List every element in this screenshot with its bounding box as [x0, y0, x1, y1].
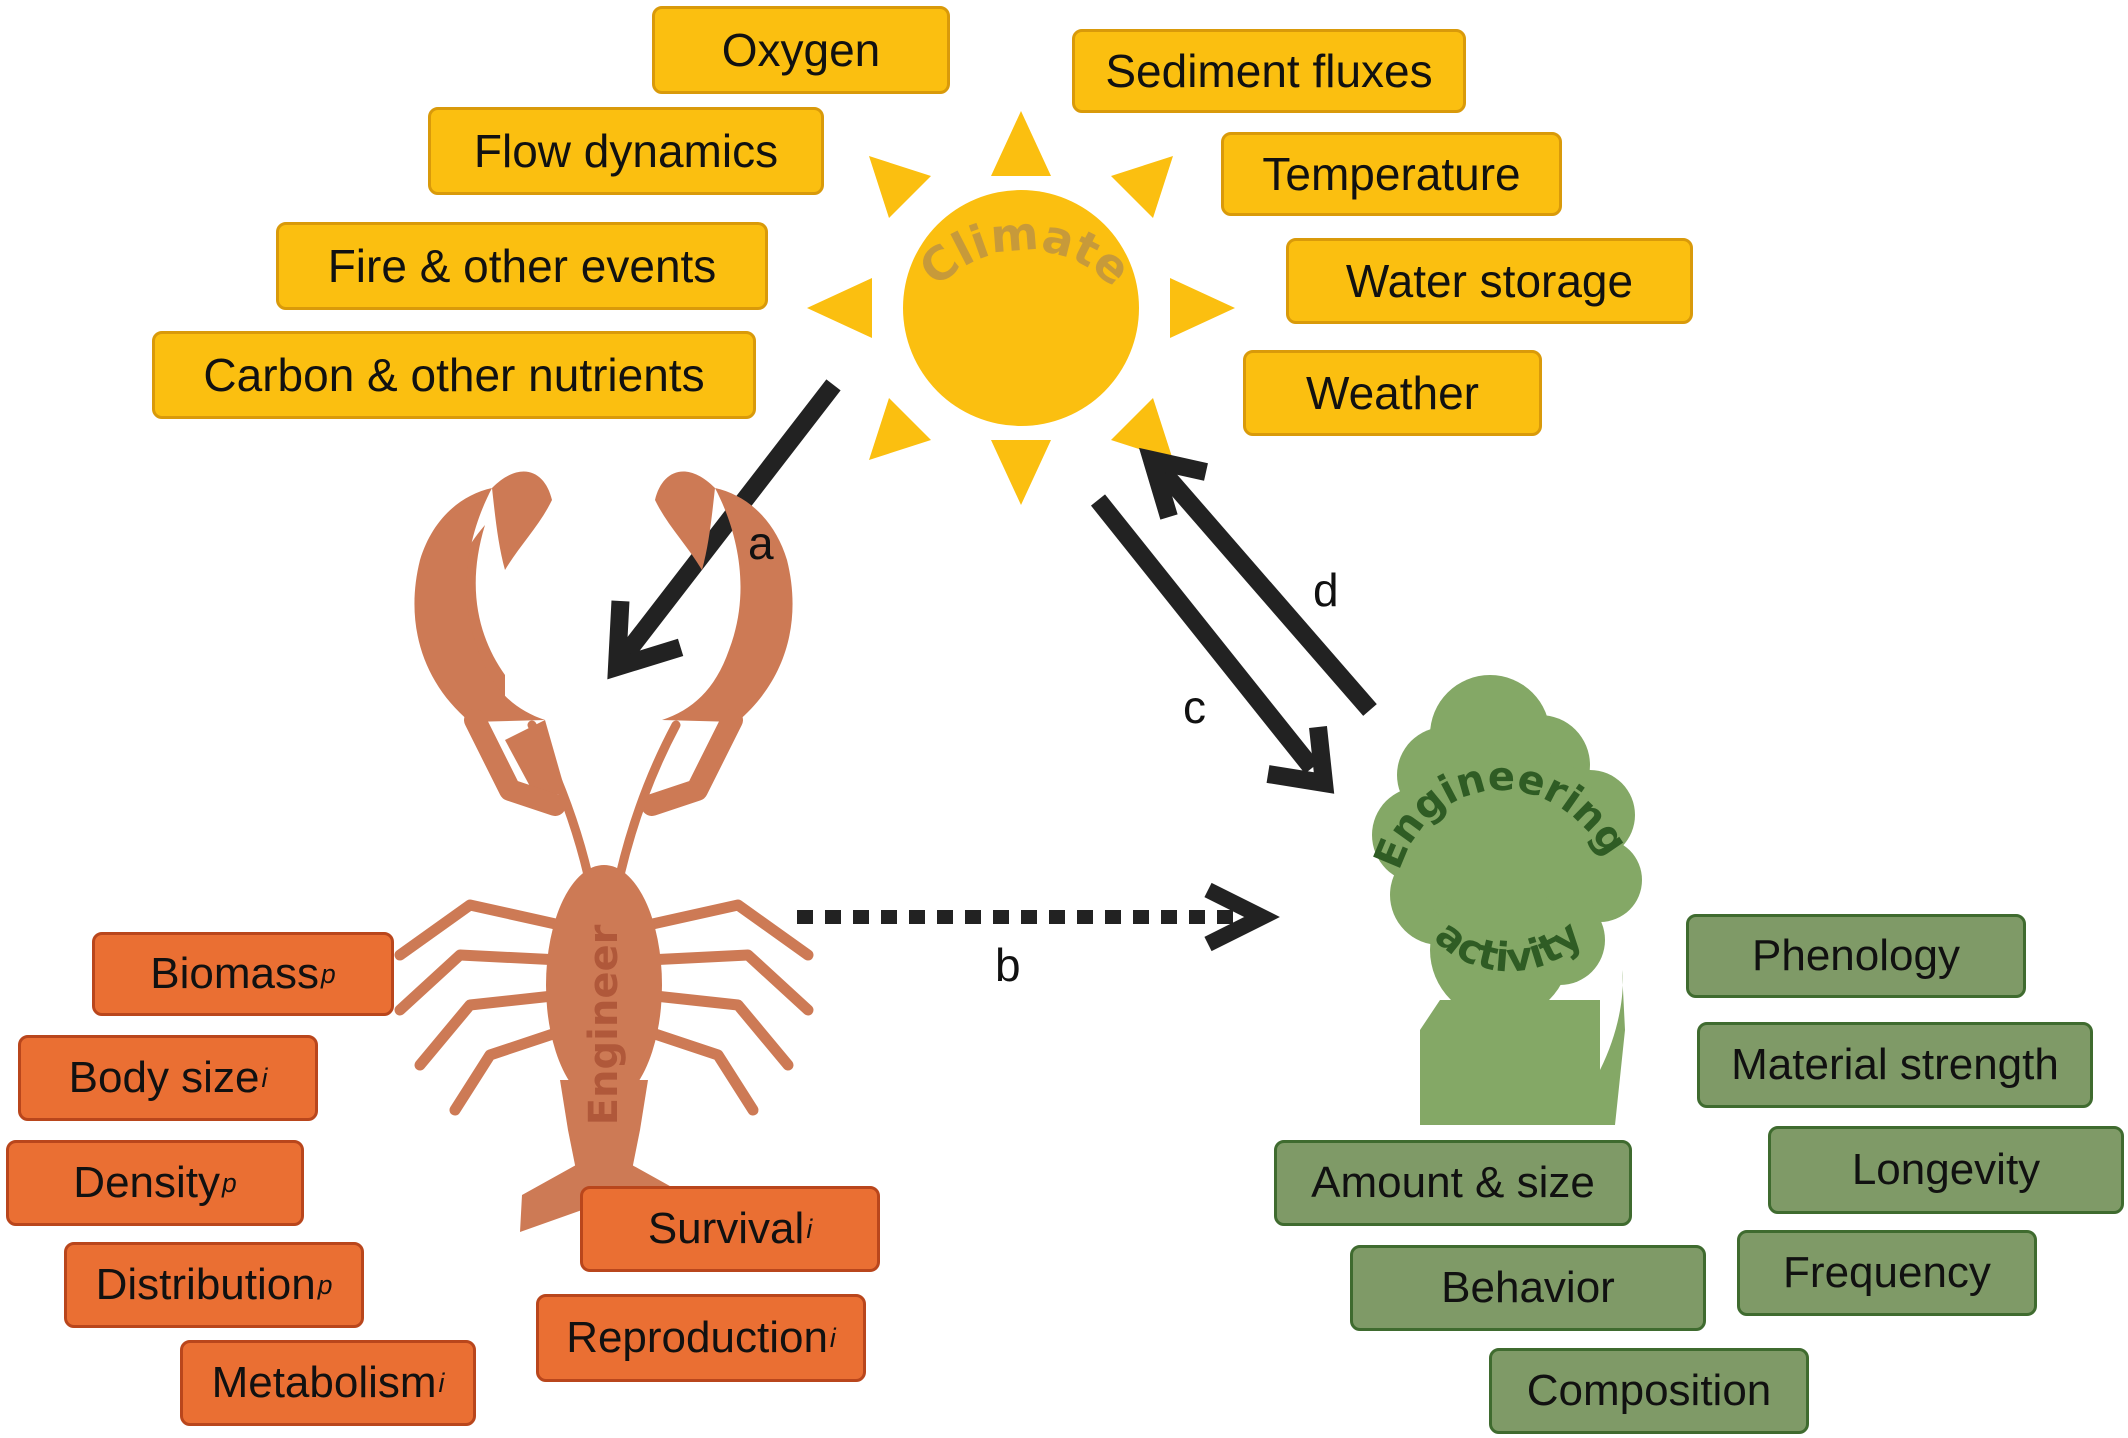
climate-factor-weather: Weather: [1243, 350, 1542, 436]
arrow-label-c: c: [1183, 681, 1206, 733]
arrow-a: [607, 379, 841, 680]
climate-factor-sediment-fluxes: Sediment fluxes: [1072, 29, 1466, 113]
trait-name: Survival: [647, 1204, 805, 1253]
climate-factor-oxygen: Oxygen: [652, 6, 950, 94]
arrow-d: [1138, 447, 1377, 716]
activity-trait-composition: Composition: [1489, 1348, 1809, 1434]
trait-name: Biomass: [150, 949, 320, 998]
engineer-label: Engineer: [581, 924, 627, 1125]
arrow-c: [1090, 494, 1335, 794]
arrow-label-d: d: [1313, 564, 1339, 616]
trait-name: Distribution: [95, 1260, 316, 1309]
climate-factor-water-storage: Water storage: [1286, 238, 1693, 324]
trait-subscript: i: [806, 1213, 813, 1244]
activity-trait-phenology: Phenology: [1686, 914, 2026, 998]
activity-trait-longevity: Longevity: [1768, 1126, 2124, 1214]
crayfish-icon: [394, 471, 814, 1238]
climate-factor-temperature: Temperature: [1221, 132, 1562, 216]
trait-subscript: i: [438, 1367, 445, 1398]
climate-factor-fire-events: Fire & other events: [276, 222, 768, 310]
sun-icon: [807, 111, 1235, 505]
engineering-activity-shape: [1372, 675, 1642, 1125]
trait-subscript: i: [261, 1062, 268, 1093]
trait-name: Reproduction: [566, 1313, 828, 1362]
trait-subscript: i: [829, 1322, 836, 1353]
activity-trait-amount-size: Amount & size: [1274, 1140, 1632, 1226]
trait-name: Body size: [68, 1053, 260, 1102]
arrow-b: [797, 882, 1280, 952]
trait-subscript: p: [222, 1167, 237, 1198]
climate-factor-carbon-nutrients: Carbon & other nutrients: [152, 331, 756, 419]
trait-name: Density: [73, 1158, 221, 1207]
climate-factor-flow-dynamics: Flow dynamics: [428, 107, 824, 195]
arrow-label-a: a: [748, 517, 774, 569]
activity-trait-material-strength: Material strength: [1697, 1022, 2093, 1108]
trait-subscript: p: [317, 1269, 333, 1300]
trait-name: Metabolism: [211, 1358, 437, 1407]
activity-trait-frequency: Frequency: [1737, 1230, 2037, 1316]
activity-trait-behavior: Behavior: [1350, 1245, 1706, 1331]
arrow-label-b: b: [995, 939, 1021, 991]
trait-subscript: p: [321, 958, 336, 989]
